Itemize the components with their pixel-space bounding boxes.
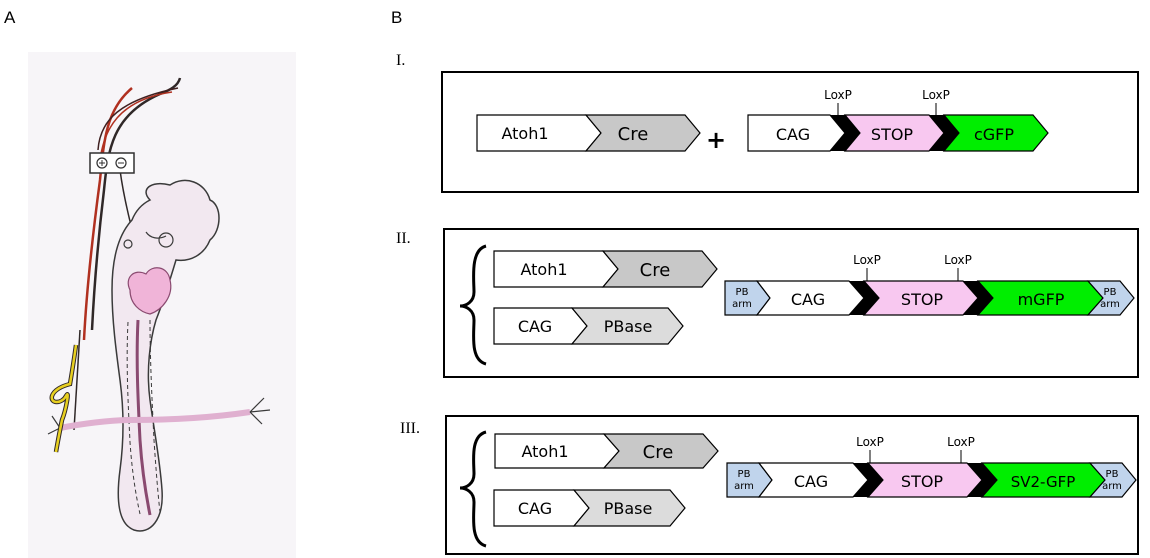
gfp-label: SV2-GFP (1011, 473, 1076, 491)
row-i-driver: Atoh1 Cre (476, 114, 701, 152)
pb-arm-right-line1: PB (1104, 287, 1117, 298)
loxp-label-2: LoxP (947, 435, 975, 449)
pb-arm-right (1088, 462, 1137, 498)
atoh1-label: Atoh1 (521, 442, 568, 461)
row-ii-brace (459, 244, 487, 366)
electrode-wires (73, 77, 182, 431)
gfp-label: mGFP (1018, 290, 1065, 309)
plus-sign: + (706, 126, 726, 154)
cag-label: CAG (776, 125, 810, 144)
loxp-label-2: LoxP (922, 88, 950, 102)
cag-label: CAG (794, 472, 828, 491)
cag-helper-label: CAG (518, 499, 552, 518)
cre-segment (602, 433, 719, 469)
cre-label: Cre (640, 260, 671, 281)
row-label-iii: III. (400, 420, 420, 437)
gfp-label: cGFP (974, 125, 1014, 144)
pbase-segment (572, 489, 686, 527)
loxp-label-1: LoxP (853, 253, 881, 267)
pb-arm-right-line1: PB (1106, 469, 1119, 480)
pbase-segment (570, 307, 684, 345)
panel-label-a: A (4, 8, 16, 27)
pbase-label: PBase (604, 499, 653, 518)
stop-label: STOP (871, 125, 914, 144)
row-ii-helper: CAG PBase (493, 307, 684, 345)
loxp-label-2: LoxP (944, 253, 972, 267)
pbase-label: PBase (604, 317, 653, 336)
loxp-label-1: LoxP (824, 88, 852, 102)
atoh1-label: Atoh1 (520, 260, 567, 279)
cag-label: CAG (791, 290, 825, 309)
row-i-reporter: CAG STOP cGFP LoxP LoxP (747, 88, 1049, 152)
atoh1-label: Atoh1 (501, 124, 548, 143)
row-ii-driver: Atoh1 Cre (493, 250, 718, 288)
stop-label: STOP (901, 290, 944, 309)
row-iii-reporter: PB arm CAG STOP SV2-GFP PB arm LoxP LoxP (726, 435, 1137, 498)
pb-arm-right-line2: arm (1102, 481, 1122, 492)
gfp-segment (942, 114, 1049, 152)
panel-label-b: B (391, 8, 403, 27)
row-label-i: I. (396, 52, 406, 69)
cre-segment (584, 114, 701, 152)
stop-label: STOP (901, 472, 944, 491)
row-iii-helper: CAG PBase (493, 489, 686, 527)
cre-label: Cre (618, 124, 649, 145)
cre-label: Cre (643, 442, 674, 463)
pb-arm-left-line1: PB (738, 469, 751, 480)
embryo-illustration (28, 52, 296, 558)
cag-helper-label: CAG (518, 317, 552, 336)
pb-arm-left-line2: arm (734, 481, 754, 492)
yellow-wire (49, 344, 79, 453)
pb-arm-right-line2: arm (1100, 299, 1120, 310)
embryo-body (111, 179, 220, 532)
loxp-label-1: LoxP (856, 435, 884, 449)
row-ii-reporter: PB arm CAG STOP mGFP PB arm LoxP LoxP (724, 253, 1135, 316)
cre-segment (601, 250, 718, 288)
pb-arm-left-line1: PB (736, 287, 749, 298)
pb-arm-right (1086, 280, 1135, 316)
row-iii-brace (459, 430, 487, 548)
row-iii-driver: Atoh1 Cre (494, 433, 719, 469)
electrode-plus-minus-icon (89, 152, 135, 174)
pb-arm-left-line2: arm (732, 299, 752, 310)
row-label-ii: II. (396, 230, 411, 247)
